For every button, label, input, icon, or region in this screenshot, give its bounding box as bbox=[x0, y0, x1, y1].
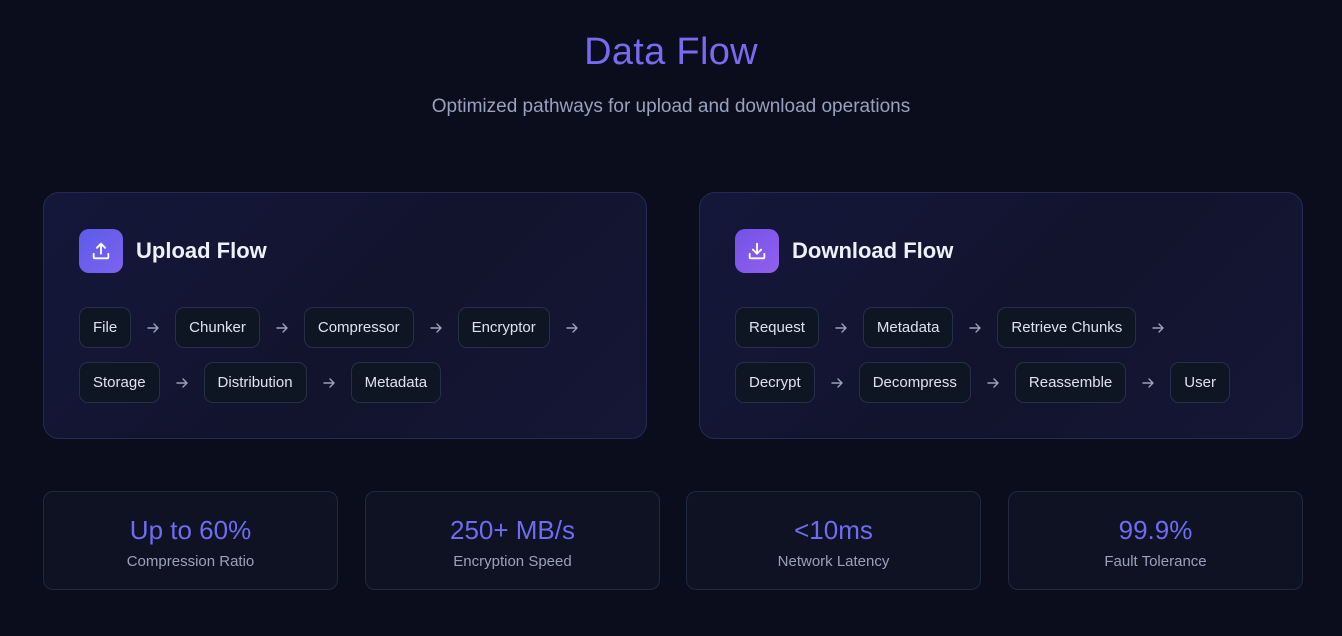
flow-step-decrypt: Decrypt bbox=[735, 362, 815, 403]
upload-flow-row: Storage Distribution Metadata bbox=[79, 362, 594, 403]
stat-label: Compression Ratio bbox=[126, 553, 255, 570]
stat-card-compression: Up to 60% Compression Ratio bbox=[43, 491, 338, 590]
flow-step-metadata: Metadata bbox=[862, 307, 954, 348]
stat-value: Up to 60% bbox=[129, 515, 252, 545]
flow-step-request: Request bbox=[735, 307, 819, 348]
download-icon bbox=[735, 229, 779, 273]
arrow-right-icon bbox=[1136, 321, 1180, 335]
flow-step-encryptor: Encryptor bbox=[457, 307, 550, 348]
page-subtitle: Optimized pathways for upload and downlo… bbox=[431, 96, 911, 117]
arrow-right-icon bbox=[307, 376, 351, 390]
arrow-right-icon bbox=[815, 376, 859, 390]
stat-card-latency: <10ms Network Latency bbox=[686, 491, 981, 590]
flow-step-compressor: Compressor bbox=[303, 307, 414, 348]
stat-value: 250+ MB/s bbox=[449, 515, 575, 545]
download-flow-row: Decrypt Decompress Reassemble User bbox=[735, 362, 1230, 403]
arrow-right-icon bbox=[819, 321, 863, 335]
flow-step-file: File bbox=[79, 307, 132, 348]
stat-label: Network Latency bbox=[777, 553, 890, 570]
upload-flow-row: File Chunker Compressor Encryptor bbox=[79, 307, 594, 348]
flow-step-metadata: Metadata bbox=[350, 362, 442, 403]
download-flow-title: Download Flow bbox=[792, 238, 954, 263]
download-flow-row: Request Metadata Retrieve Chunks bbox=[735, 307, 1230, 348]
stat-card-fault-tolerance: 99.9% Fault Tolerance bbox=[1008, 491, 1303, 590]
arrow-right-icon bbox=[953, 321, 997, 335]
flow-step-retrieve-chunks: Retrieve Chunks bbox=[997, 307, 1137, 348]
upload-flow-title: Upload Flow bbox=[136, 238, 267, 263]
download-flow-steps: Request Metadata Retrieve Chunks Decrypt… bbox=[735, 307, 1230, 417]
arrow-right-icon bbox=[550, 321, 594, 335]
flow-step-distribution: Distribution bbox=[203, 362, 307, 403]
arrow-right-icon bbox=[131, 321, 175, 335]
download-flow-header: Download Flow bbox=[735, 229, 953, 273]
flow-step-user: User bbox=[1170, 362, 1230, 403]
section-header: Data Flow Optimized pathways for upload … bbox=[0, 28, 1342, 120]
arrow-right-icon bbox=[971, 376, 1015, 390]
stat-card-encryption: 250+ MB/s Encryption Speed bbox=[365, 491, 660, 590]
upload-flow-steps: File Chunker Compressor Encryptor Storag… bbox=[79, 307, 594, 417]
flow-step-chunker: Chunker bbox=[175, 307, 260, 348]
flow-step-decompress: Decompress bbox=[858, 362, 971, 403]
arrow-right-icon bbox=[414, 321, 458, 335]
arrow-right-icon bbox=[1126, 376, 1170, 390]
upload-flow-header: Upload Flow bbox=[79, 229, 267, 273]
arrow-right-icon bbox=[160, 376, 204, 390]
stat-value: 99.9% bbox=[1118, 515, 1193, 545]
upload-icon bbox=[79, 229, 123, 273]
download-flow-card: Download Flow Request Metadata Retrieve … bbox=[699, 192, 1303, 439]
page-title: Data Flow bbox=[0, 28, 1342, 76]
stat-label: Encryption Speed bbox=[453, 553, 572, 570]
upload-flow-card: Upload Flow File Chunker Compressor Encr… bbox=[43, 192, 647, 439]
stat-value: <10ms bbox=[794, 515, 873, 545]
stat-label: Fault Tolerance bbox=[1104, 553, 1207, 570]
flow-step-reassemble: Reassemble bbox=[1014, 362, 1127, 403]
flow-step-storage: Storage bbox=[79, 362, 160, 403]
arrow-right-icon bbox=[260, 321, 304, 335]
